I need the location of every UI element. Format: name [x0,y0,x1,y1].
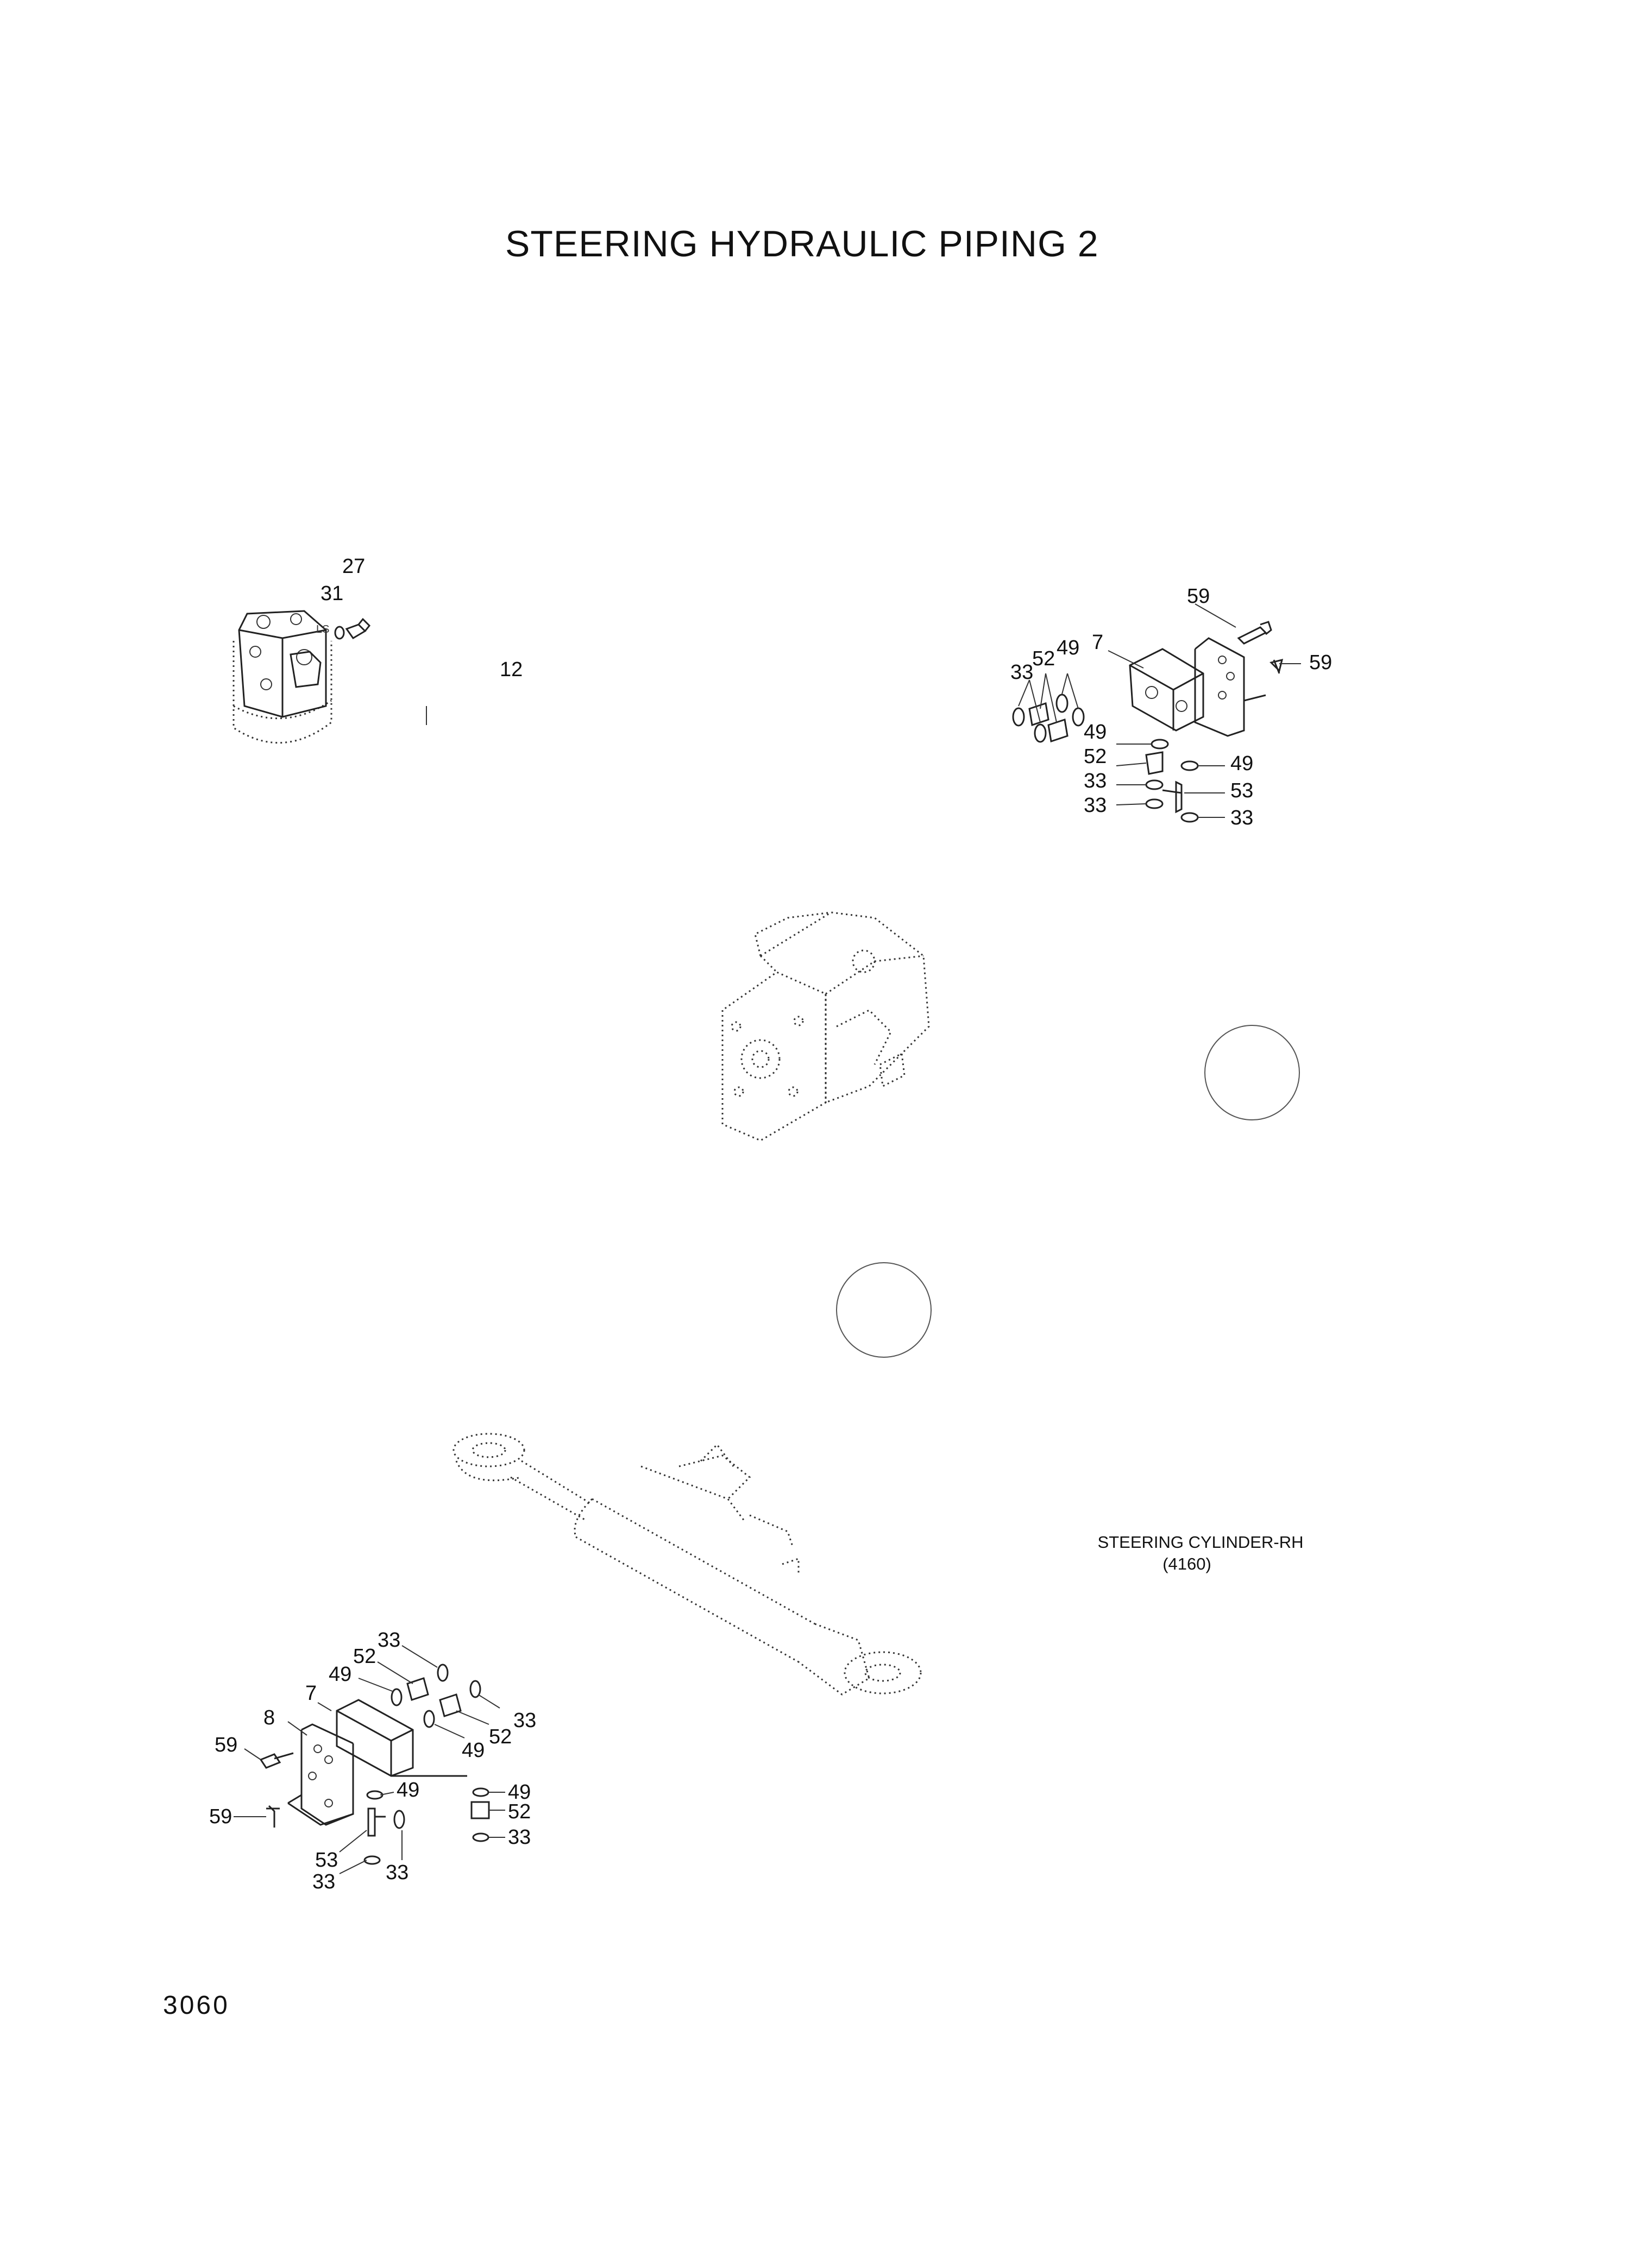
callout-53: 53 [315,1849,338,1872]
callout-49: 49 [1084,721,1107,744]
steering-cylinder-caption: STEERING CYLINDER-RH (4160) [1098,1533,1304,1573]
callout-59: 59 [1187,585,1210,608]
caption-line-1: STEERING CYLINDER-RH [1098,1533,1304,1552]
callout-59: 59 [1309,651,1332,674]
callout-49: 49 [462,1739,485,1762]
callout-33: 33 [513,1709,536,1732]
callout-12: 12 [500,658,523,681]
callout-33: 33 [1230,807,1253,829]
page-title: STEERING HYDRAULIC PIPING 2 [505,223,1099,264]
callout-52: 52 [489,1725,512,1748]
callout-52: 52 [353,1645,376,1668]
svg-text:LS: LS [316,623,329,635]
callout-49: 49 [329,1663,351,1686]
center-pump-drawing [721,911,930,1142]
callout-7: 7 [1092,631,1103,654]
callout-52: 52 [1032,647,1055,670]
callout-59: 59 [209,1805,232,1828]
callout-33: 33 [386,1861,409,1884]
callout-31: 31 [320,582,343,605]
callout-49: 49 [508,1781,531,1804]
reference-circle-center [836,1262,932,1358]
reference-circle-right [1204,1025,1300,1120]
callout-52: 52 [508,1800,531,1823]
callout-49: 49 [1230,752,1253,775]
leader-lines [234,603,1301,1874]
page-number: 3060 [163,1991,230,2020]
callout-52: 52 [1084,745,1107,768]
callout-49: 49 [1057,637,1079,659]
callout-27: 27 [342,555,365,578]
callout-7: 7 [305,1682,317,1705]
callout-33: 33 [1010,661,1033,684]
callout-33: 33 [312,1870,335,1893]
steering-unit-drawing: LS [232,610,427,744]
callout-33: 33 [1084,794,1107,817]
callout-53: 53 [1230,779,1253,802]
callout-49: 49 [397,1779,419,1801]
callout-8: 8 [263,1706,275,1729]
callout-labels: 27 31 12 59 59 7 33 52 49 49 52 33 33 49… [209,555,1332,1893]
steering-cylinder-drawing [453,1433,922,1696]
caption-line-2: (4160) [1162,1554,1211,1573]
bottom-left-block-assembly [259,1664,490,1865]
callout-59: 59 [215,1734,237,1756]
callout-33: 33 [508,1826,531,1849]
callout-33: 33 [1084,770,1107,792]
callout-33: 33 [378,1629,400,1652]
